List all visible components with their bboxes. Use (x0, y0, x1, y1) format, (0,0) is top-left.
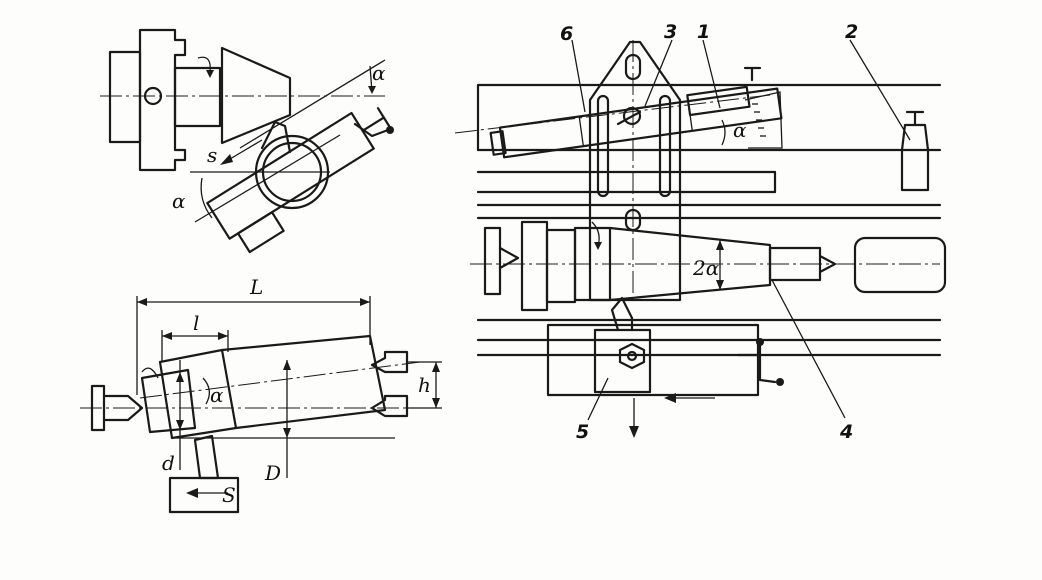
bottom-left-figure: L l h D d (80, 275, 442, 514)
callout-1: 1 (697, 21, 710, 43)
label-alpha-small: α (210, 383, 224, 407)
carriage-cross-slide (546, 323, 760, 397)
taper-guide-ruler (498, 87, 783, 159)
rotation-arrow-top (197, 56, 211, 73)
callout-2: 2 (845, 21, 858, 43)
callout-4: 4 (839, 421, 853, 443)
tool-post-right (593, 328, 652, 394)
label-h: h (418, 373, 431, 397)
spindle-housing (108, 50, 142, 144)
right-figure: α 2α (454, 21, 947, 443)
top-left-figure: α s α (100, 28, 394, 254)
chuck-right (520, 220, 549, 312)
axis-workpiece (139, 361, 421, 399)
label-d: d (162, 451, 175, 475)
cutting-tool-top (260, 120, 292, 154)
label-two-alpha: 2α (692, 256, 720, 280)
callout-5: 5 (576, 421, 589, 443)
cutting-tool-right (610, 296, 634, 332)
label-s-feed: s (207, 143, 217, 167)
angle-scale (744, 91, 783, 149)
chuck-jaw-area (173, 66, 222, 128)
tailstock-bracket-2 (900, 123, 930, 192)
label-alpha-top: α (372, 61, 386, 85)
label-D: D (264, 461, 281, 485)
label-l: l (193, 311, 199, 335)
callout-3: 3 (664, 21, 677, 43)
tailstock-center-upper (370, 350, 409, 374)
callout-6: 6 (560, 23, 573, 45)
tapered-workpiece-top (220, 46, 292, 145)
cutting-tool-lower (193, 434, 220, 480)
driver-block (140, 368, 197, 434)
tailstock-quill (853, 236, 947, 294)
chuck-body (138, 28, 187, 172)
workpiece-large-end (158, 348, 238, 440)
label-alpha-ruler: α (733, 118, 747, 142)
compound-slide (206, 111, 375, 240)
slider-pin (622, 106, 642, 126)
label-alpha-lower: α (172, 189, 186, 213)
workpiece-taper (220, 334, 387, 430)
label-S-feed: S (222, 483, 236, 507)
tailstock-center-lower (370, 394, 409, 418)
label-L: L (249, 275, 263, 299)
tool-post-lower (168, 476, 240, 514)
